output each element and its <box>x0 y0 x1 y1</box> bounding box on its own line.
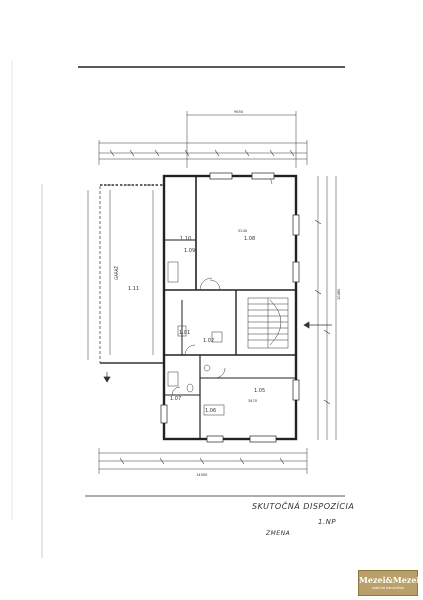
annotation-floor-level: 1.NP <box>318 518 337 526</box>
room-label-110: 1.10 <box>180 236 191 242</box>
annotation-actual-layout: SKUTOČNÁ DISPOZÍCIA <box>252 502 355 511</box>
dim-top-total: 9650 <box>234 110 244 114</box>
windows <box>160 172 300 443</box>
staircase <box>247 297 289 349</box>
dimension-ticks <box>109 149 331 465</box>
room-label-106: 1.06 <box>205 408 216 414</box>
room-label-102: 1.02 <box>203 338 214 344</box>
room-label-111: 1.11 <box>128 286 139 292</box>
building-walls <box>162 174 298 441</box>
dim-bottom-total: 14900 <box>196 473 208 477</box>
dim-room-108-width: 5240 <box>238 229 248 233</box>
room-label-105: 1.05 <box>254 388 265 394</box>
garage-area <box>99 184 165 364</box>
dim-side-total: 10480 <box>337 288 341 300</box>
dimension-labels: 9650 14900 5240 3470 10480 <box>196 110 341 477</box>
fixtures <box>167 261 225 416</box>
dimension-lines <box>87 111 337 474</box>
entrance-arrows <box>103 321 332 383</box>
room-labels: 1.08 1.09 1.10 1.11 1.05 1.06 1.01 1.02 … <box>114 236 265 414</box>
logo-name: Mezei&Mezei <box>359 575 420 585</box>
dim-room-105-width: 3470 <box>248 399 258 403</box>
room-label-108: 1.08 <box>244 236 255 242</box>
annotation-change: ZMENA <box>266 530 291 537</box>
room-label-107: 1.07 <box>170 396 181 402</box>
logo-subtitle: realitná kancelária <box>371 586 405 590</box>
room-label-101: 1.01 <box>179 330 190 336</box>
doors <box>171 175 273 396</box>
sheet-frame <box>11 60 345 558</box>
agency-logo: Mezei&Mezei realitná kancelária <box>358 570 420 596</box>
room-label-109: 1.09 <box>184 248 195 254</box>
garage-label: GARÁŽ <box>114 266 119 280</box>
